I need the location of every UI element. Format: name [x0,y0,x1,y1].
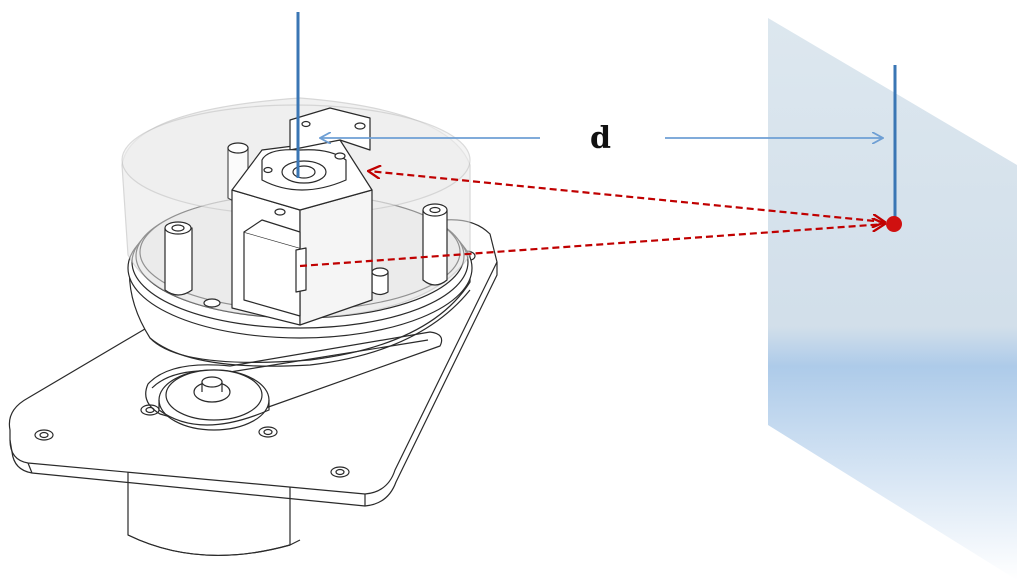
wall-plane [768,18,1017,580]
distance-label: d [590,121,611,156]
laser-ray-lower [299,224,885,268]
laser-ray-upper [368,171,885,222]
target-point [886,216,902,232]
sensor-block [231,107,373,326]
pulley [158,369,270,431]
device-assembly [8,97,498,557]
